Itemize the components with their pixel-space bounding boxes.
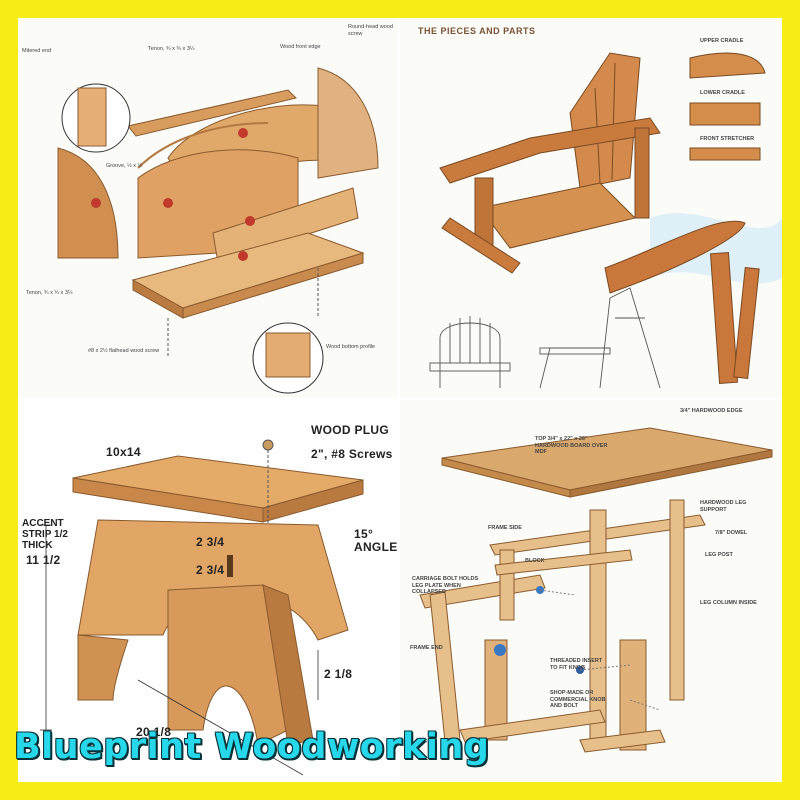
note-tenon-top: Tenon, ¾ x ¾ x 3¼ bbox=[148, 46, 195, 52]
label-height: 11 1/2 bbox=[26, 553, 61, 567]
chair-heading: THE PIECES AND PARTS bbox=[418, 26, 536, 36]
label-foot: 2 1/8 bbox=[324, 667, 353, 681]
panel-box-exploded: Mitered end Tenon, ¾ x ¾ x 3¼ Wood front… bbox=[18, 18, 398, 398]
note-groove: Groove, ½ x ½ bbox=[106, 163, 143, 169]
label-frame-end: FRAME END bbox=[410, 645, 443, 651]
note-wood-bottom-profile: Wood bottom profile bbox=[326, 344, 376, 350]
note-tenon-bottom: Tenon, ¾ x ¾ x 3¼ bbox=[26, 290, 73, 296]
label-knob: SHOP-MADE OR COMMERCIAL KNOB AND BOLT bbox=[550, 690, 606, 709]
label-width: 20 1/8 bbox=[136, 725, 172, 739]
banner-title: Blueprint Woodworking bbox=[14, 727, 490, 767]
label-top-size: 10x14 bbox=[106, 445, 141, 459]
label-leg-post: LEG POST bbox=[705, 552, 733, 558]
note-round-head-screw: Round-head wood screw bbox=[348, 24, 393, 37]
panel-chair-parts: THE PIECES AND PARTS UPPER CRADLE LOWER … bbox=[400, 18, 782, 398]
folding-table-drawing bbox=[419, 427, 773, 753]
label-carriage-bolt: CARRIAGE BOLT HOLDS LEG PLATE WHEN COLLA… bbox=[412, 576, 479, 595]
part-lower-cradle: LOWER CRADLE bbox=[700, 90, 745, 96]
part-front-stretcher: FRONT STRETCHER bbox=[700, 136, 755, 142]
panel-folding-table: 3/4" HARDWOOD EDGE TOP 3/4" x 22" x 26" … bbox=[400, 400, 782, 782]
label-block: BLOCK bbox=[525, 558, 545, 564]
note-mitered-end: Mitered end bbox=[22, 48, 52, 54]
label-accent-strip: ACCENT STRIP 1/2 THICK bbox=[22, 518, 68, 551]
label-threaded-insert: THREADED INSERT TO FIT KNOB bbox=[550, 658, 603, 671]
panel-stool: WOOD PLUG 2", #8 Screws 10x14 ACCENT STR… bbox=[18, 400, 398, 782]
label-angle: 15° ANGLE bbox=[354, 527, 398, 554]
box-exploded-drawing bbox=[57, 67, 379, 394]
note-wood-front-edge: Wood front edge bbox=[280, 44, 321, 50]
label-dowel: 7/8" DOWEL bbox=[715, 530, 748, 536]
label-screws: 2", #8 Screws bbox=[311, 447, 393, 461]
label-frame-side: FRAME SIDE bbox=[488, 525, 522, 531]
part-upper-cradle: UPPER CRADLE bbox=[700, 38, 744, 44]
label-leg-support: HARDWOOD LEG SUPPORT bbox=[700, 500, 747, 513]
chair-parts-drawing bbox=[429, 52, 782, 389]
stool-drawing bbox=[40, 439, 364, 776]
collage: Mitered end Tenon, ¾ x ¾ x 3¼ Wood front… bbox=[18, 18, 782, 782]
note-flathead-screw: #8 x 2½ flathead wood screw bbox=[88, 348, 160, 354]
label-wood-plug: WOOD PLUG bbox=[311, 423, 390, 437]
label-top: TOP 3/4" x 22" x 26" HARDWOOD BOARD OVER… bbox=[535, 436, 608, 455]
label-hardwood-edge: 3/4" HARDWOOD EDGE bbox=[680, 408, 743, 414]
label-leg-column: LEG COLUMN INSIDE bbox=[700, 600, 757, 606]
label-dim-b: 2 3/4 bbox=[196, 563, 225, 577]
label-dim-a: 2 3/4 bbox=[196, 535, 225, 549]
